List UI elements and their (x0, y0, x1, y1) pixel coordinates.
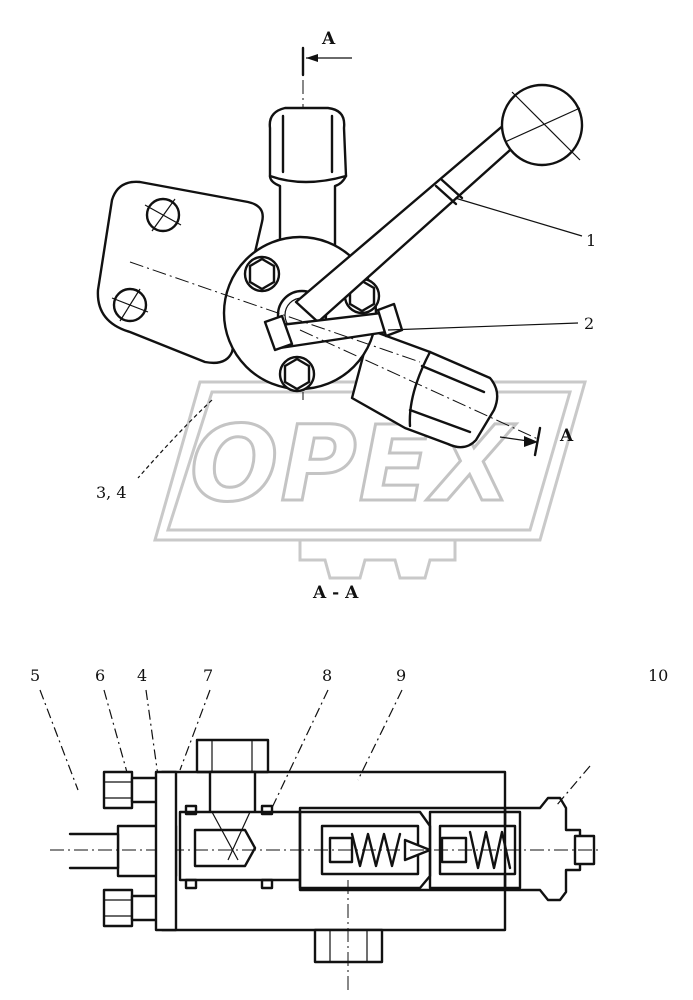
leader-3-4 (137, 399, 213, 479)
centerline-oblique (129, 261, 421, 363)
body-bolt-top-left (243, 255, 281, 293)
section-letter-top: A (321, 29, 336, 49)
spring-housing (428, 810, 522, 890)
callout-4b: 4 (137, 666, 147, 685)
housing-bolt-top (102, 770, 164, 810)
valve-spool-tip (193, 828, 257, 868)
callout-7: 7 (203, 666, 213, 685)
section-letter-bottom: A (559, 426, 574, 446)
callout-8: 8 (322, 666, 332, 685)
cover-plate (154, 770, 178, 932)
callout-5: 5 (30, 666, 40, 685)
leader-2 (387, 322, 579, 331)
section-title: A - A (312, 583, 359, 603)
callout-9: 9 (396, 666, 406, 685)
callout-10: 10 (648, 666, 668, 685)
housing-bolt-bottom (102, 888, 164, 928)
callout-1: 1 (586, 231, 596, 250)
section-line-bottom (533, 426, 542, 457)
inlet-tube (195, 738, 270, 774)
end-plug (503, 796, 582, 902)
spindle-shaft (68, 832, 120, 870)
callout-2: 2 (584, 314, 594, 333)
valve-section-view: 5 6 4 7 8 9 10 (30, 666, 668, 992)
callout-3-4: 3, 4 (96, 483, 127, 502)
flange-bolt-hole-top (145, 197, 181, 233)
body-bolt-bottom (278, 355, 316, 393)
callout-6: 6 (95, 666, 105, 685)
valve-top-view: A (96, 29, 596, 502)
leader-1 (454, 197, 583, 237)
flange-bolt-hole-bottom (112, 287, 148, 323)
spring-left (350, 832, 402, 868)
lower-port-fitting (350, 328, 499, 449)
watermark: OPEX (153, 380, 587, 580)
